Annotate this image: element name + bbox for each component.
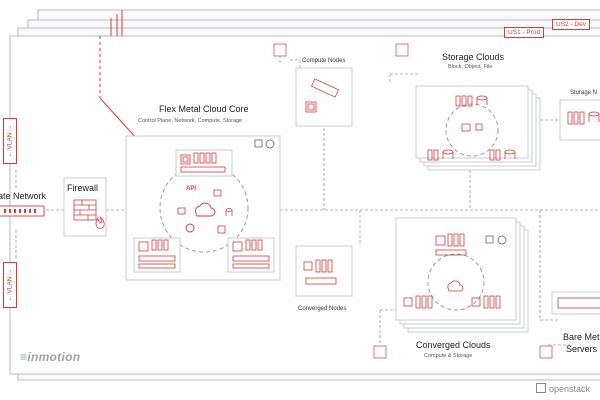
inmotion-logo: ≡inmotion xyxy=(20,350,81,364)
lock-icon xyxy=(273,43,553,359)
bare-metal-box xyxy=(551,291,600,315)
firewall-node xyxy=(63,177,107,237)
brick-wall-icon xyxy=(73,199,97,221)
env-tag-dev: US2 - Dev xyxy=(552,19,590,30)
storage-clouds-stack xyxy=(415,85,541,171)
cube-icon xyxy=(177,189,226,234)
core-box xyxy=(125,135,281,281)
gear-icon xyxy=(185,223,195,233)
vlan-tag-upper: ← VLAN → xyxy=(3,118,17,164)
compute-nodes-label: Compute Nodes xyxy=(302,58,346,64)
compute-nodes-box xyxy=(295,67,353,127)
api-label: API xyxy=(186,186,197,192)
firewall-label: Firewall xyxy=(67,183,99,193)
cloud-icon xyxy=(195,202,216,217)
bare-metal-label: Bare Met xyxy=(563,332,600,342)
storage-clouds-subtitle: Block, Object, File xyxy=(448,64,493,70)
converged-nodes-box xyxy=(295,245,353,297)
bare-metal-servers-label: Servers xyxy=(566,344,598,354)
storage-nodes-label: Storage N xyxy=(570,90,598,96)
flame-icon xyxy=(95,216,105,229)
converged-clouds-stack xyxy=(395,217,529,333)
storage-nodes-box xyxy=(559,99,600,141)
converged-clouds-subtitle: Compute & Storage xyxy=(424,353,473,359)
connectors xyxy=(15,50,600,346)
database-icon xyxy=(225,208,233,216)
core-title: Flex Metal Cloud Core xyxy=(159,104,249,114)
storage-clouds-title: Storage Clouds xyxy=(442,52,505,62)
network-switch-icon xyxy=(0,205,45,217)
private-network-label: ate Network xyxy=(0,191,47,201)
openstack-logo: openstack xyxy=(536,383,590,394)
converged-clouds-title: Converged Clouds xyxy=(416,340,491,350)
vlan-tag-lower: ← VLAN → xyxy=(3,262,17,308)
converged-nodes-label: Converged Nodes xyxy=(298,306,347,312)
env-tag-prod: US1 - Prod xyxy=(504,27,545,38)
core-subtitle: Control Plane, Network, Compute, Storage xyxy=(138,118,243,124)
